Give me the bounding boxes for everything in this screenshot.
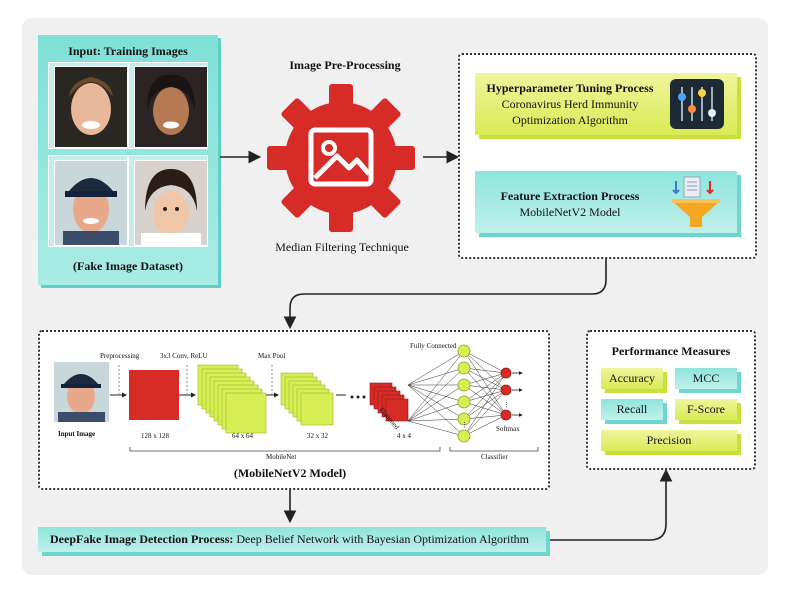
detection-bold: DeepFake Image Detection Process:: [50, 532, 234, 546]
feature-model: MobileNetV2 Model: [519, 205, 621, 219]
input-training-images-card: Input: Training Images: [38, 35, 218, 285]
fscore-badge: F-Score: [675, 399, 737, 420]
accuracy-badge: Accuracy: [601, 368, 663, 389]
classifier-bracket-label: Classifier: [481, 453, 508, 461]
preprocessing-label: Preprocessing: [100, 352, 140, 360]
mcc-badge: MCC: [675, 368, 737, 389]
preprocessing-technique: Median Filtering Technique: [275, 240, 409, 254]
precision-badge: Precision: [601, 430, 737, 451]
input-title: Input: Training Images: [68, 44, 188, 58]
funnel-filter-icon: [672, 176, 720, 227]
face-image-man: [54, 160, 128, 246]
arrow-detection-to-performance: [548, 468, 673, 541]
mobilenet-caption: (MobileNetV2 Model): [233, 466, 347, 480]
mobilenet-bracket-label: MobileNet: [266, 453, 297, 461]
size-4-label: 4 x 4: [397, 432, 411, 440]
input-image-label: Input Image: [58, 430, 96, 438]
deepfake-detection-card: DeepFake Image Detection Process: Deep B…: [38, 527, 546, 552]
feature-title: Feature Extraction Process: [500, 189, 640, 203]
face-image-girl: [134, 66, 208, 148]
gear-icon: [267, 84, 415, 232]
svg-text:⋮: ⋮: [503, 401, 510, 409]
hyperparameter-title: Hyperparameter Tuning Process: [486, 81, 654, 95]
size-128-label: 128 x 128: [141, 432, 169, 440]
performance-title: Performance Measures: [611, 344, 731, 358]
detection-text: DeepFake Image Detection Process: Deep B…: [50, 532, 529, 547]
detection-rest: Deep Belief Network with Bayesian Optimi…: [233, 532, 529, 546]
conv-label: 3x3 Conv, ReLU: [160, 352, 208, 360]
face-image-child: [134, 160, 208, 246]
size-64-label: 64 x 64: [232, 432, 253, 440]
feature-extraction-card: Feature Extraction Process MobileNetV2 M…: [475, 171, 737, 233]
mobilenet-architecture: ⋮ ⋮: [110, 344, 539, 452]
fully-connected-label: Fully Connected: [410, 342, 457, 350]
size-32-label: 32 x 32: [307, 432, 328, 440]
face-image-woman: [54, 66, 128, 148]
hyperparameter-line1: Coronavirus Herd Immunity: [501, 97, 639, 111]
preprocessing-title: Image Pre-Processing: [289, 58, 401, 72]
softmax-label: Softmax: [496, 425, 520, 433]
hyperparameter-tuning-card: Hyperparameter Tuning Process Coronaviru…: [475, 73, 737, 135]
dataset-label: (Fake Image Dataset): [73, 259, 183, 273]
maxpool-label: Max Pool: [258, 352, 286, 360]
arrow-feature-to-mobilenet: [283, 256, 607, 330]
mobilenet-input-image: [54, 362, 109, 422]
svg-text:⋮: ⋮: [461, 421, 468, 429]
recall-badge: Recall: [601, 399, 663, 420]
sliders-icon: [670, 79, 724, 129]
image-icon: [308, 127, 374, 187]
hyperparameter-line2: Optimization Algorithm: [512, 113, 628, 127]
